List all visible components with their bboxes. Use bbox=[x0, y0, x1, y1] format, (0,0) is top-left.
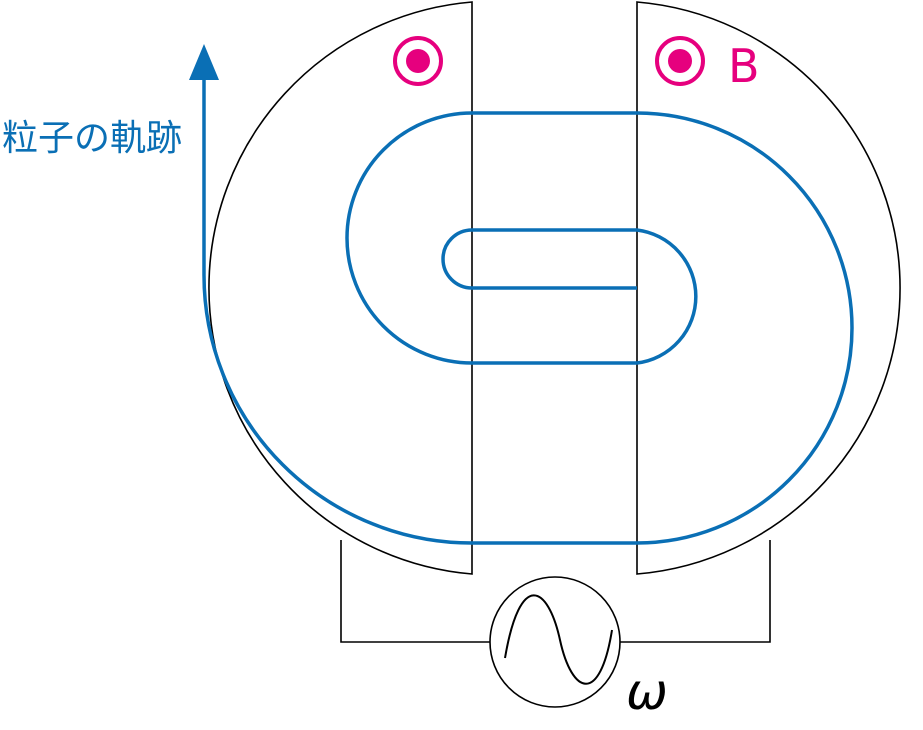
out-of-page-field-icon bbox=[655, 36, 705, 86]
angular-frequency-label: ω bbox=[626, 663, 668, 721]
left-wire bbox=[340, 540, 490, 643]
right-wire bbox=[620, 540, 771, 643]
trajectory-label: 粒子の軌跡 bbox=[2, 118, 182, 159]
left-dee bbox=[208, 1, 473, 575]
ac-source-icon bbox=[489, 576, 621, 708]
out-of-page-field-icon bbox=[393, 36, 443, 86]
arrow-up-icon bbox=[189, 44, 219, 80]
right-dee bbox=[636, 1, 901, 575]
magnetic-field-label: B bbox=[728, 39, 760, 93]
particle-trajectory bbox=[202, 80, 854, 545]
